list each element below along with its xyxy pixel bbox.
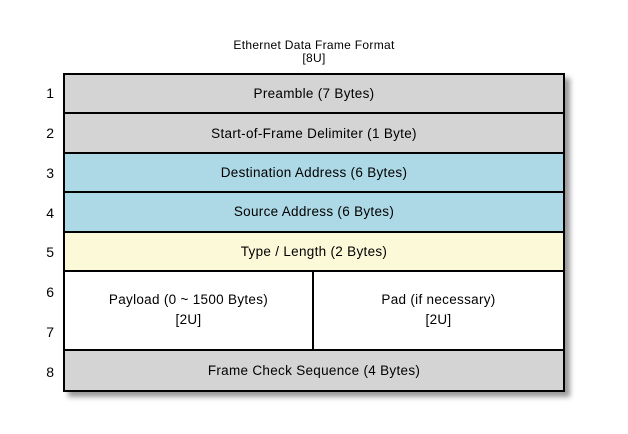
field-payload-label: Payload (0 ~ 1500 Bytes) xyxy=(108,292,269,308)
field-type-length-label: Type / Length (2 Bytes) xyxy=(240,243,388,259)
frame-box: Preamble (7 Bytes) Start-of-Frame Delimi… xyxy=(63,73,565,392)
row-number-5: 5 xyxy=(46,244,54,261)
row-number-3: 3 xyxy=(46,164,54,181)
row-number-4: 4 xyxy=(46,204,54,221)
field-frame-check-sequence: Frame Check Sequence (4 Bytes) xyxy=(65,350,563,390)
field-payload-units: [2U] xyxy=(175,312,202,328)
row-number-1: 1 xyxy=(46,84,54,101)
field-payload: Payload (0 ~ 1500 Bytes) [2U] xyxy=(65,271,314,351)
row-number-7: 7 xyxy=(46,324,54,341)
diagram-title: Ethernet Data Frame Format xyxy=(233,38,395,52)
field-destination-address-label: Destination Address (6 Bytes) xyxy=(220,164,408,180)
field-destination-address: Destination Address (6 Bytes) xyxy=(65,153,563,194)
field-pad-units: [2U] xyxy=(425,312,452,328)
field-sfd-label: Start-of-Frame Delimiter (1 Byte) xyxy=(211,125,417,141)
field-preamble-label: Preamble (7 Bytes) xyxy=(253,86,375,102)
field-pad: Pad (if necessary) [2U] xyxy=(314,271,563,351)
row-number-8: 8 xyxy=(46,364,54,381)
diagram-title-block: Ethernet Data Frame Format [8U] xyxy=(63,39,565,65)
field-frame-check-sequence-label: Frame Check Sequence (4 Bytes) xyxy=(207,362,421,378)
diagram-subtitle: [8U] xyxy=(302,51,326,65)
field-source-address: Source Address (6 Bytes) xyxy=(65,193,563,233)
row-number-6: 6 xyxy=(46,284,54,301)
field-pad-label: Pad (if necessary) xyxy=(381,292,496,308)
row-number-column: 1 2 3 4 5 6 7 8 xyxy=(28,73,63,392)
field-source-address-label: Source Address (6 Bytes) xyxy=(233,204,395,220)
row-number-2: 2 xyxy=(46,124,54,141)
frame-diagram: 1 2 3 4 5 6 7 8 Preamble (7 Bytes) Start… xyxy=(28,73,565,392)
field-sfd: Start-of-Frame Delimiter (1 Byte) xyxy=(65,114,563,154)
field-type-length: Type / Length (2 Bytes) xyxy=(65,232,563,272)
field-preamble: Preamble (7 Bytes) xyxy=(65,75,563,115)
